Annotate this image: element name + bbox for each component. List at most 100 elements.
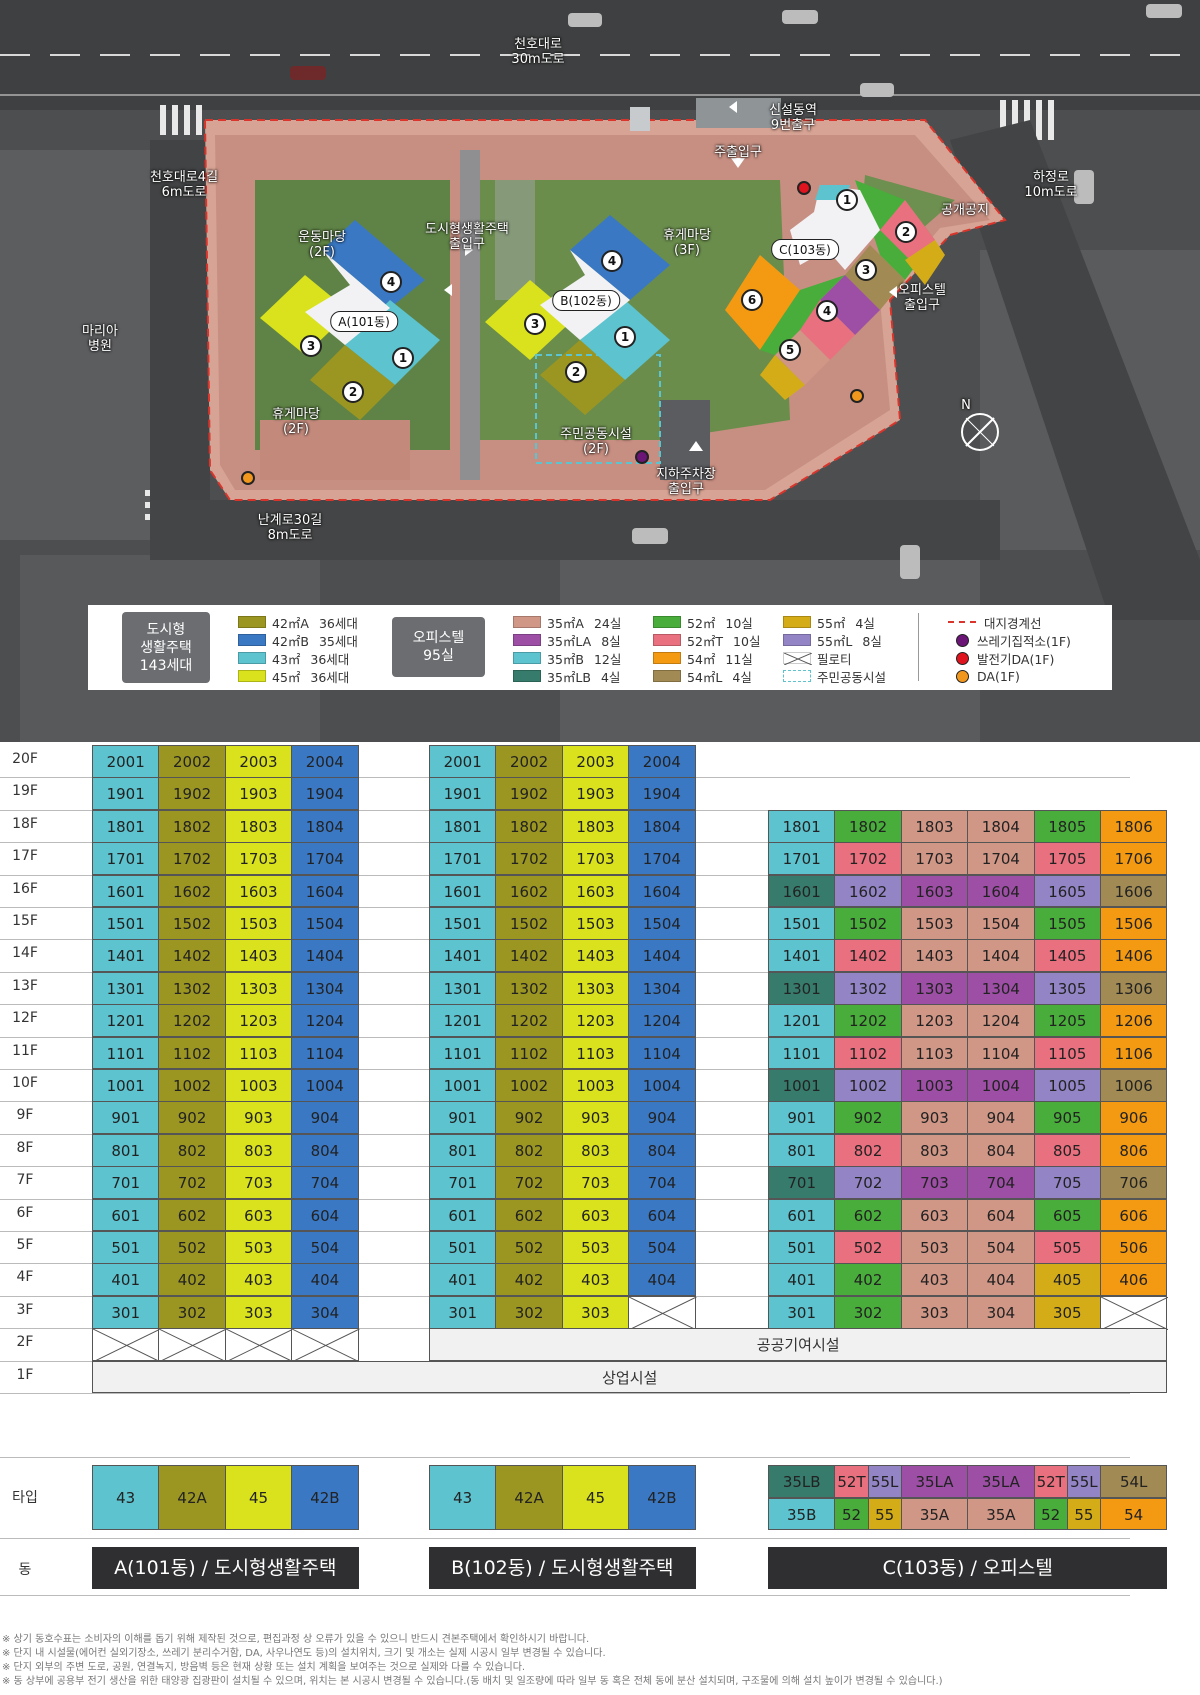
unit-cell-c: 1406 <box>1100 939 1168 973</box>
unit-cell-c: 1204 <box>967 1004 1035 1038</box>
unit-cell-b: 1601 <box>429 874 497 908</box>
unit-cell-b: 504 <box>628 1231 696 1264</box>
type-cell-c-bottom: 35A <box>967 1497 1035 1530</box>
floor-label: 15F <box>12 913 38 929</box>
floor-label: 12F <box>12 1010 38 1027</box>
unit-cell-a: 1803 <box>224 809 293 843</box>
unit-number-c-5: 5 <box>779 339 801 361</box>
unit-cell-c: 804 <box>967 1133 1035 1167</box>
unit-number-b-1: 1 <box>614 326 636 348</box>
road-label-north: 천호대로 30m도로 <box>511 37 565 67</box>
unit-cell-c: 1003 <box>900 1069 969 1102</box>
unit-cell-a: 1103 <box>224 1036 293 1070</box>
unit-cell-b: 401 <box>429 1263 497 1297</box>
unit-cell-b: 1301 <box>429 971 497 1005</box>
unit-cell-a: 1902 <box>158 777 226 811</box>
unit-cell-b: 1603 <box>561 874 630 908</box>
pilotis-cell <box>224 1328 294 1363</box>
unit-cell-a: 303 <box>224 1295 293 1329</box>
community-label: 주민공동시설 (2F) <box>560 427 632 457</box>
type-cell-c-bottom: 35B <box>768 1497 836 1530</box>
marker-dot <box>956 633 969 647</box>
unit-cell-b: 1803 <box>561 809 630 843</box>
unit-cell-c: 405 <box>1033 1263 1101 1297</box>
type-cell-a: 43 <box>92 1465 160 1530</box>
unit-cell-b: 1402 <box>495 939 563 973</box>
legend-type: 52㎡T <box>687 633 724 649</box>
floor-label: 5F <box>16 1237 34 1253</box>
legend-type: 필로티 <box>817 651 852 667</box>
unit-cell-c: 1801 <box>768 809 836 843</box>
unit-cell-a: 1504 <box>291 907 359 940</box>
unit-cell-b: 1704 <box>628 842 696 876</box>
building-label-b: B(102동) <box>552 290 620 311</box>
unit-cell-b: 1303 <box>561 971 630 1005</box>
unit-cell-a: 703 <box>224 1166 293 1200</box>
unit-cell-b: 1902 <box>495 777 563 811</box>
unit-cell-c: 304 <box>967 1295 1035 1329</box>
color-swatch <box>783 634 811 646</box>
unit-cell-b: 1002 <box>495 1069 563 1102</box>
unit-number-b-2: 2 <box>565 361 587 383</box>
road-label-west: 천호대로4길 6m도로 <box>149 170 219 200</box>
color-swatch <box>653 670 681 682</box>
unit-cell-b: 1302 <box>495 971 563 1005</box>
unit-cell-c: 905 <box>1033 1101 1101 1135</box>
color-swatch <box>238 616 266 628</box>
legend-count: 36세대 <box>310 669 350 685</box>
legend-marker-label: 쓰레기집적소(1F) <box>977 633 1071 649</box>
floor-label: 7F <box>16 1172 34 1189</box>
color-swatch <box>653 634 681 646</box>
unit-cell-b: 1001 <box>429 1069 497 1102</box>
boundary-line-swatch <box>948 621 976 623</box>
unit-cell-b: 1201 <box>429 1004 497 1038</box>
unit-cell-c: 1005 <box>1033 1069 1101 1102</box>
unit-cell-a: 1104 <box>291 1036 359 1070</box>
unit-cell-c: 906 <box>1100 1101 1168 1135</box>
unit-cell-a: 1202 <box>158 1004 226 1038</box>
unit-cell-c: 1401 <box>768 939 836 973</box>
legend-marker: 대지경계선 <box>948 613 1042 631</box>
floor-label: 6F <box>16 1204 34 1221</box>
unit-cell-c: 1606 <box>1100 874 1168 908</box>
color-swatch <box>653 616 681 628</box>
floor-line <box>0 1393 1130 1394</box>
type-cell-c-bottom: 55 <box>1066 1497 1101 1530</box>
unit-cell-c: 703 <box>900 1166 969 1200</box>
unit-cell-c: 701 <box>768 1166 836 1200</box>
unit-cell-b: 1502 <box>495 907 563 940</box>
unit-cell-c: 1105 <box>1033 1036 1101 1070</box>
building-label-c: C(103동) <box>771 239 839 260</box>
unit-cell-b: 703 <box>561 1166 630 1200</box>
unit-cell-c: 1806 <box>1100 809 1168 843</box>
pilotis-cell <box>291 1328 360 1363</box>
color-swatch <box>513 670 541 682</box>
hospital-label: 마리아 병원 <box>82 324 118 354</box>
unit-cell-b: 704 <box>628 1166 696 1200</box>
dong-row-label: 동 <box>18 1562 32 1578</box>
unit-cell-c: 1404 <box>967 939 1035 973</box>
compass-label: N <box>961 398 971 413</box>
unit-cell-b: 402 <box>495 1263 563 1297</box>
unit-cell-a: 601 <box>92 1198 160 1232</box>
housing-entrance-label: 도시형생활주택 출입구 <box>425 222 509 252</box>
type-line <box>0 1538 1130 1539</box>
unit-number-c-4: 4 <box>816 300 838 322</box>
unit-cell-b: 1102 <box>495 1036 563 1070</box>
unit-cell-b: 1304 <box>628 971 696 1005</box>
unit-cell-a: 902 <box>158 1101 226 1135</box>
unit-number-a-3: 3 <box>300 335 322 357</box>
unit-cell-a: 504 <box>291 1231 359 1264</box>
building-label-a: A(101동) <box>330 311 398 332</box>
legend-type: 35㎡LA <box>547 633 592 649</box>
unit-cell-a: 1303 <box>224 971 293 1005</box>
disclaimer-note: ※ 상기 동호수표는 소비자의 이해를 돕기 위해 제작된 것으로, 편집과정 … <box>2 1634 590 1645</box>
pilotis-cell <box>92 1328 161 1363</box>
unit-cell-c: 406 <box>1100 1263 1168 1297</box>
unit-cell-a: 1203 <box>224 1004 293 1038</box>
color-swatch <box>513 616 541 628</box>
unit-cell-c: 1703 <box>900 842 969 876</box>
floor-label: 18F <box>12 815 38 832</box>
floor-label: 17F <box>12 848 38 865</box>
